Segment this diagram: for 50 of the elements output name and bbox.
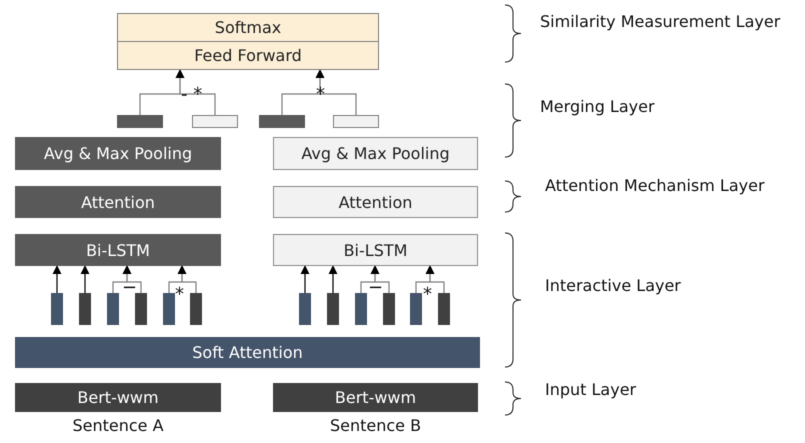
layer-box: Feed Forward <box>117 41 379 70</box>
operator-symbol: − <box>122 277 138 298</box>
operator-symbol: * <box>423 284 432 305</box>
vector-bar <box>192 115 238 128</box>
sentence-label: Sentence B <box>330 416 422 435</box>
arrow <box>80 265 90 293</box>
vector-bar <box>117 115 163 128</box>
layer-label: Merging Layer <box>540 97 655 116</box>
arrow <box>426 265 445 293</box>
arrow <box>122 265 142 293</box>
vector-bar <box>410 293 422 325</box>
vector-bar <box>79 293 91 325</box>
layer-label: Interactive Layer <box>545 276 681 295</box>
vector-bar <box>51 293 63 325</box>
operator-symbol: * <box>175 284 184 305</box>
vector-bar <box>355 293 367 325</box>
layer-box: Bert-wwm <box>15 383 221 412</box>
operator-symbol: − <box>368 277 384 298</box>
vector-bar <box>107 293 119 325</box>
arrow <box>300 265 310 293</box>
arrow <box>316 69 357 115</box>
operator-symbol: * <box>316 84 325 105</box>
layer-label: Attention Mechanism Layer <box>545 176 765 195</box>
vector-bar <box>190 293 202 325</box>
vector-bar <box>383 293 395 325</box>
vector-bar <box>438 293 450 325</box>
layer-box: Bert-wwm <box>273 383 478 412</box>
vector-bar <box>327 293 339 325</box>
arrow <box>176 69 216 115</box>
sentence-label: Sentence A <box>72 416 164 435</box>
vector-bar <box>299 293 311 325</box>
layer-box: Softmax <box>117 13 379 42</box>
layer-box: Attention <box>15 186 221 218</box>
layer-label: Input Layer <box>545 380 636 399</box>
vector-bar <box>259 115 305 128</box>
vector-bar <box>333 115 379 128</box>
vector-bar <box>135 293 147 325</box>
arrow <box>178 265 197 293</box>
arrow <box>328 265 338 293</box>
arrow <box>370 265 390 293</box>
layer-box: Bi-LSTM <box>273 234 478 266</box>
layer-box: Soft Attention <box>15 337 480 368</box>
layer-box: Avg & Max Pooling <box>15 137 221 170</box>
vector-bar <box>163 293 175 325</box>
arrow <box>52 265 62 293</box>
layer-box: Attention <box>273 186 478 218</box>
layer-label: Similarity Measurement Layer <box>540 12 780 31</box>
layer-box: Avg & Max Pooling <box>273 137 478 170</box>
operator-symbol: - * <box>181 84 202 105</box>
layer-box: Bi-LSTM <box>15 234 221 266</box>
